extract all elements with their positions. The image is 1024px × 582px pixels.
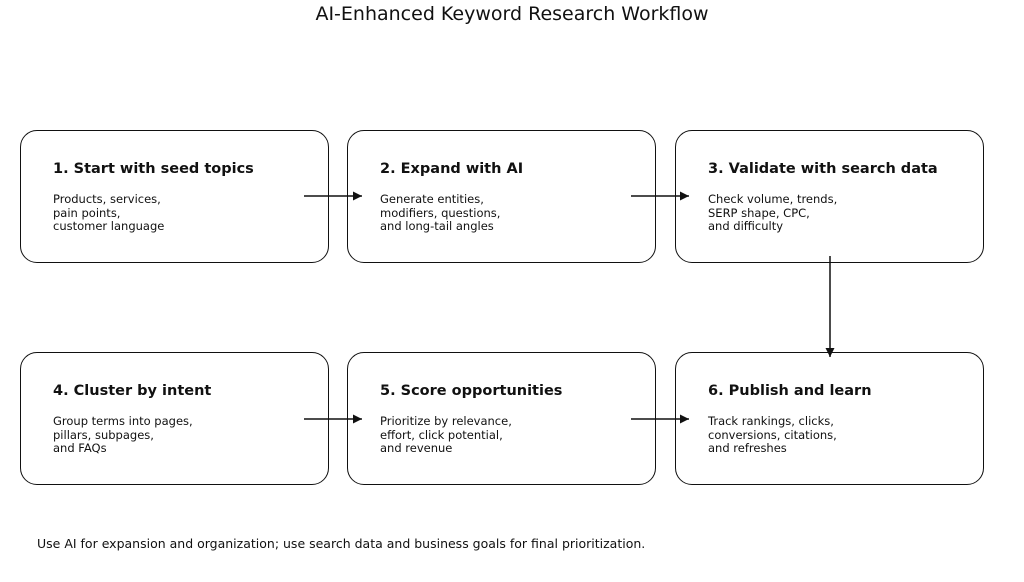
step-box-6: 6. Publish and learn Track rankings, cli… — [675, 352, 984, 485]
step-3-title: 3. Validate with search data — [708, 161, 938, 177]
step-2-line: modifiers, questions, — [380, 205, 501, 220]
footer-note: Use AI for expansion and organization; u… — [37, 536, 646, 551]
step-5-line: Prioritize by relevance, — [380, 414, 512, 428]
step-4-line: pillars, subpages, — [53, 427, 154, 442]
step-2-line: and long-tail angles — [380, 219, 494, 233]
step-2-line: Generate entities, — [380, 192, 484, 206]
step-box-1: 1. Start with seed topics Products, serv… — [20, 130, 329, 263]
step-1-line: pain points, — [53, 205, 121, 220]
step-1-title: 1. Start with seed topics — [53, 161, 254, 177]
step-5-line: effort, click potential, — [380, 427, 503, 442]
step-box-5: 5. Score opportunities Prioritize by rel… — [347, 352, 656, 485]
step-2-title: 2. Expand with AI — [380, 161, 524, 177]
step-box-4: 4. Cluster by intent Group terms into pa… — [20, 352, 329, 485]
step-3-line: and difficulty — [708, 219, 784, 233]
step-4-line: and FAQs — [53, 441, 107, 455]
step-6-line: Track rankings, clicks, — [708, 414, 834, 428]
step-5-title: 5. Score opportunities — [380, 383, 563, 399]
step-1-line: Products, services, — [53, 192, 161, 206]
diagram-title: AI-Enhanced Keyword Research Workflow — [315, 3, 709, 25]
step-4-title: 4. Cluster by intent — [53, 383, 212, 399]
step-box-2: 2. Expand with AI Generate entities, mod… — [347, 130, 656, 263]
step-6-title: 6. Publish and learn — [708, 383, 872, 399]
step-3-line: Check volume, trends, — [708, 192, 838, 206]
step-6-line: and refreshes — [708, 441, 787, 455]
step-6-line: conversions, citations, — [708, 427, 837, 442]
step-3-line: SERP shape, CPC, — [708, 205, 810, 220]
step-box-3: 3. Validate with search data Check volum… — [675, 130, 984, 263]
step-1-line: customer language — [53, 219, 165, 233]
step-5-line: and revenue — [380, 441, 453, 455]
step-4-line: Group terms into pages, — [53, 414, 193, 428]
